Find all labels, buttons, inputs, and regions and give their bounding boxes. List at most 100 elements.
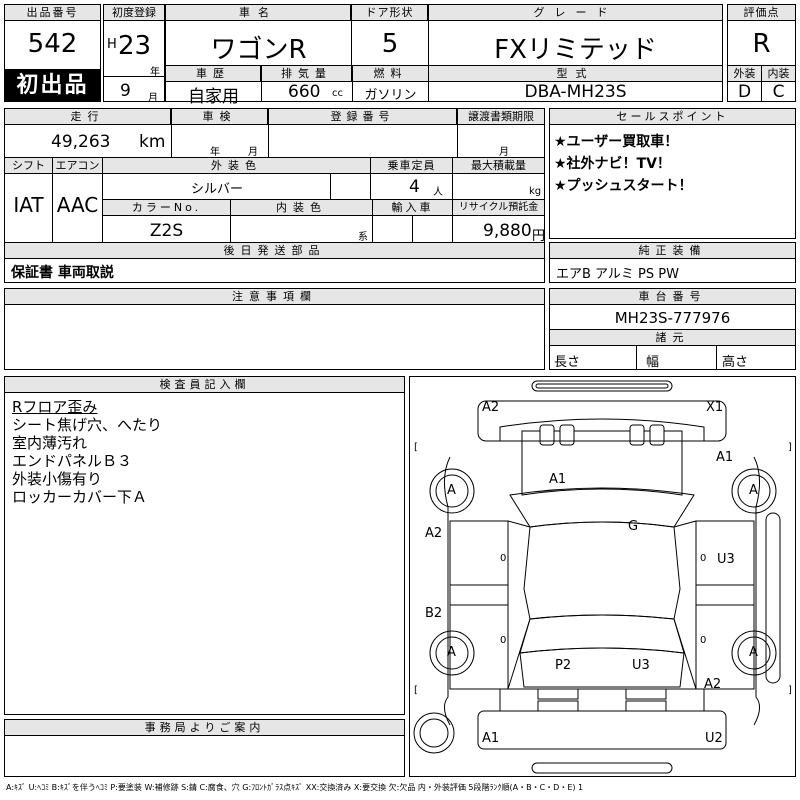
color-no-label: カラーNo.: [103, 200, 231, 216]
mileage-label: 走行: [5, 109, 171, 125]
mark-right-front-fender: A1: [716, 450, 734, 465]
inspector-line: ロッカーカバー下Ａ: [12, 488, 148, 506]
mark-top-left: A2: [482, 400, 500, 415]
chassis-box: 車台番号 MH23S-777976 諸元 長さ 幅 高さ: [549, 288, 796, 370]
bracket-right-top: ]: [788, 442, 792, 453]
dims-label: 諸元: [550, 330, 795, 346]
mileage: 49,263: [51, 132, 111, 152]
bracket-left-bottom: [: [414, 685, 418, 696]
inspector-line: 外装小傷有り: [12, 470, 103, 488]
equipment-items: エアB アルミ PS PW: [556, 267, 679, 282]
color-no: Z2S: [149, 221, 184, 241]
chassis-label: 車台番号: [550, 289, 795, 305]
mark-trunk-right: U3: [632, 658, 650, 673]
load-label: 最大積載量: [453, 158, 544, 174]
width-label: 幅: [646, 355, 660, 370]
mark-wheel-fr: A: [749, 483, 758, 498]
car-diagram: A2 X1 A1 A1 A A A A A2 B2 G U3 P2 U3 A2 …: [409, 376, 796, 777]
zero-marker: 0: [700, 635, 707, 646]
score: R: [752, 29, 771, 59]
interior-grade: C: [772, 82, 785, 102]
sales-points-box: セールスポイント ★ユーザー買取車！ ★社外ナビ！TV！ ★プッシュスタート！: [549, 108, 796, 239]
mark-top-right: X1: [706, 400, 724, 415]
notes-label: 注意事項欄: [5, 289, 544, 305]
first-registration-box: 初度登録 H 23 年 9 月: [103, 4, 165, 104]
car-name-label: 車名: [166, 5, 351, 21]
car-name: ワゴンR: [210, 35, 307, 65]
history: 自家用: [188, 87, 239, 107]
fuel: ガソリン: [364, 88, 417, 103]
displacement: 660: [288, 82, 321, 102]
zero-marker: 0: [500, 553, 507, 564]
exterior-grade-label: 外装: [728, 66, 762, 82]
capacity: 4: [409, 177, 420, 197]
vehicle-header-box: 車名 ワゴンR ドア形状 5 グレード FXリミテッド 車歴 排気量 燃料 型式…: [165, 4, 723, 107]
mileage-unit: km: [139, 132, 166, 152]
zero-marker: 0: [700, 553, 707, 564]
legend: A:ｷｽﾞ U:ﾍｺﾐ B:ｷｽﾞを伴うﾍｺﾐ P:要塗装 W:補修跡 S:錆 …: [6, 783, 584, 792]
lot-number-box: 出品番号 542 初出品: [4, 4, 101, 102]
inspector-label: 検査員記入欄: [5, 377, 404, 393]
interior-grade-label: 内装: [762, 66, 795, 82]
shift: IAT: [13, 193, 44, 217]
mark-wheel-rr: A: [749, 645, 758, 660]
int-color-label: 内装色: [231, 200, 373, 216]
grade-label: グレード: [429, 5, 722, 21]
mark-left-rear-door: B2: [425, 606, 443, 621]
door-count: 5: [381, 29, 399, 59]
specs-box: 走行 車検 登録番号 譲渡書類期限 49,263 km 年 月 月 月 シフト …: [4, 108, 545, 283]
model: DBA-MH23S: [524, 82, 627, 102]
int-color-suffix: 系: [358, 232, 368, 243]
score-label: 評価点: [728, 5, 795, 21]
year-unit: 年: [150, 67, 160, 78]
ext-color: シルバー: [190, 182, 243, 197]
transfer-month-unit: 月: [499, 147, 509, 158]
height-label: 高さ: [722, 355, 749, 370]
office-box: 事務局よりご案内: [4, 719, 405, 777]
door-type-label: ドア形状: [352, 5, 428, 21]
transfer-deadline-label: 譲渡書類期限: [458, 109, 544, 125]
shift-label: シフト: [5, 158, 53, 174]
registration-year: 23: [118, 31, 152, 61]
mark-rear-right: U2: [705, 731, 723, 746]
inspector-line: Rフロア歪み: [12, 398, 98, 416]
mark-wheel-fl: A: [447, 483, 456, 498]
recycle-unit: 円: [532, 229, 546, 244]
sales-point: ★プッシュスタート！: [554, 178, 693, 194]
ext-color-label: 外装色: [103, 158, 371, 174]
bracket-left-top: [: [414, 442, 418, 453]
recycle-amount: 9,880: [483, 221, 532, 241]
notes-box: 注意事項欄: [4, 288, 545, 370]
history-label: 車歴: [166, 66, 261, 82]
grade: FXリミテッド: [494, 35, 657, 65]
lot-number: 542: [27, 29, 78, 59]
length-label: 長さ: [554, 355, 581, 370]
score-box: 評価点 R 外装 内装 D C: [727, 4, 796, 102]
mark-right-rear: A2: [704, 677, 722, 692]
equipment-label: 純正装備: [550, 243, 795, 259]
inspection-label: 車検: [172, 109, 268, 125]
era: H: [107, 37, 117, 52]
recycle-label: リサイクル預託金: [453, 200, 544, 216]
aircon: AAC: [56, 193, 99, 217]
zero-marker: 0: [500, 635, 507, 646]
capacity-label: 乗車定員: [371, 158, 453, 174]
displacement-label: 排気量: [262, 66, 352, 82]
displacement-unit: cc: [332, 88, 343, 99]
inspection-month-unit: 月: [248, 147, 258, 158]
registration-month: 9: [120, 81, 131, 101]
chassis-number: MH23S-777976: [614, 309, 731, 327]
inspector-line: エンドパネルＢ３: [12, 452, 133, 470]
mark-trunk-left: P2: [555, 658, 572, 673]
first-registration-label: 初度登録: [104, 5, 164, 21]
office-label: 事務局よりご案内: [5, 720, 404, 736]
inspector-line: シート焦げ穴、へたり: [12, 416, 163, 434]
mark-roof: G: [628, 519, 639, 534]
sales-points-label: セールスポイント: [550, 109, 795, 125]
inspection-year-unit: 年: [210, 147, 220, 158]
month-unit: 月: [148, 93, 158, 104]
aircon-label: エアコン: [53, 158, 103, 174]
later-parts-label: 後日発送部品: [5, 243, 544, 259]
mark-left-front-door: A2: [425, 526, 443, 541]
load-unit: kg: [529, 186, 542, 197]
